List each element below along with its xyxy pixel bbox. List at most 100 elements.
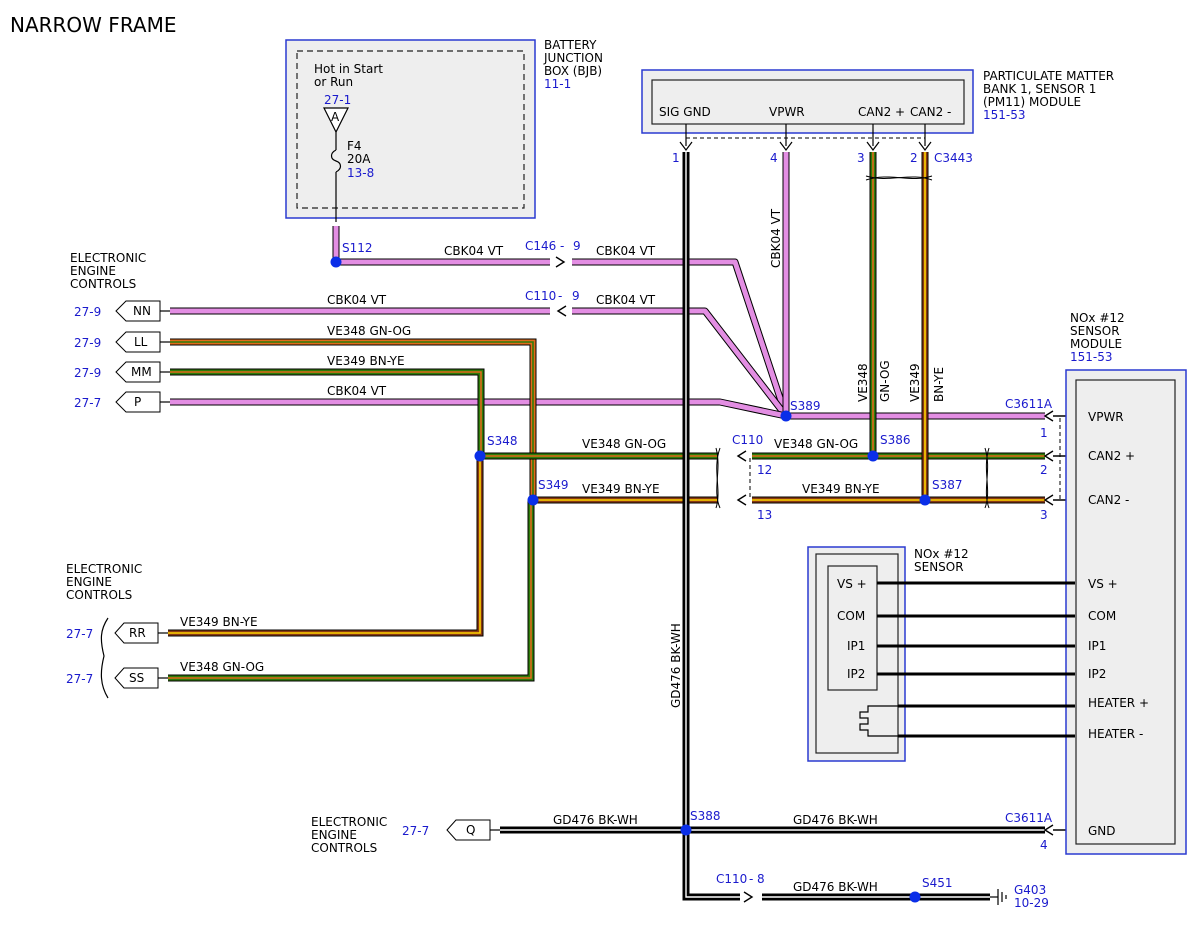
heater-element-icon (859, 705, 898, 737)
connector-bracket-icon (100, 617, 109, 699)
wire-label-ve349-c110: VE349 BN-YE (802, 482, 880, 496)
wire-ve348 (168, 152, 1045, 682)
connector-c146: C146 (525, 239, 556, 253)
connector-nn: NN (133, 304, 151, 318)
nox-sensor-pin-ip1: IP1 (847, 639, 865, 653)
connector-mm: MM (131, 365, 152, 379)
wire-label-ve348-vertical: VE348 (856, 363, 870, 402)
nox-connector-b: C3611A (1005, 811, 1053, 825)
splice-s388-dot (680, 824, 692, 836)
connector-rr-ref: 27-7 (66, 627, 93, 641)
connector-c110-a-pin: 9 (572, 289, 580, 303)
wire-label-bn-ye-vertical: BN-YE (932, 367, 946, 402)
bjb-hot-line-1: Hot in Start (314, 62, 383, 76)
nox-pin-number-4: 4 (1040, 838, 1048, 852)
eec-gnd-name-2: ENGINE (311, 828, 357, 842)
diagram-title: NARROW FRAME (10, 13, 176, 37)
wire-label-cbk04-vertical: CBK04 VT (769, 208, 783, 268)
nox-sensor-pin-ip2: IP2 (847, 667, 865, 681)
nox-pin-heater-minus: HEATER - (1088, 727, 1143, 741)
ground-ref: 10-29 (1014, 896, 1049, 910)
connector-c110-a: C110 (525, 289, 556, 303)
nox-pin-gnd: GND (1088, 824, 1116, 838)
nox-pin-com: COM (1088, 609, 1116, 623)
splice-s387: S387 (932, 478, 963, 492)
nox-pin-can2-plus: CAN2 + (1088, 449, 1135, 463)
wire-label-ve349-s349: VE349 BN-YE (582, 482, 660, 496)
nox-module-name-2: SENSOR (1070, 324, 1120, 338)
wire-label-gd476-left: GD476 BK-WH (553, 813, 638, 827)
bjb-name-2: JUNCTION (543, 51, 603, 65)
wire-label-ve349-rr: VE349 BN-YE (180, 615, 258, 629)
nox-module-page-ref: 151-53 (1070, 350, 1113, 364)
bjb-name-1: BATTERY (544, 38, 597, 52)
wire-gd476 (500, 152, 1045, 901)
splice-s112-dot (330, 256, 342, 268)
eec-gnd-ref: 27-7 (402, 824, 429, 838)
eec-gnd-name-1: ELECTRONIC (311, 815, 387, 829)
splice-s387-dot (919, 494, 931, 506)
pm-pin-vpwr: VPWR (769, 105, 805, 119)
wire-label-gd476-vertical: GD476 BK-WH (669, 623, 683, 708)
connector-c110: C110 (732, 433, 763, 447)
splice-s451: S451 (922, 876, 953, 890)
wire-label-gd476-bottom: GD476 BK-WH (793, 880, 878, 894)
connector-p: P (134, 395, 141, 409)
connector-ll: LL (134, 335, 148, 349)
nox-sensor-pin-com: COM (837, 609, 865, 623)
eec-upper-name-1: ELECTRONIC (70, 251, 146, 265)
nox-sensor-name-2: SENSOR (914, 560, 964, 574)
nox-module-name-3: MODULE (1070, 337, 1122, 351)
bjb-name-3: BOX (BJB) (544, 64, 602, 78)
splice-s348: S348 (487, 434, 518, 448)
eec-gnd-name-3: CONTROLS (311, 841, 377, 855)
wire-label-cbk04-p: CBK04 VT (327, 384, 387, 398)
pm-name-1: PARTICULATE MATTER (983, 69, 1114, 83)
connector-ss: SS (129, 671, 144, 685)
nox-sensor-name-1: NOx #12 (914, 547, 969, 561)
svg-text:-: - (560, 239, 564, 253)
splice-s389-dot (780, 410, 792, 422)
splice-s112: S112 (342, 241, 373, 255)
nox-pin-vs-plus: VS + (1088, 577, 1118, 591)
splice-s386-dot (867, 450, 879, 462)
eec-upper-name-2: ENGINE (70, 264, 116, 278)
splice-s348-dot (474, 450, 486, 462)
bjb-bus-letter: A (331, 110, 340, 124)
pm-name-3: (PM11) MODULE (983, 95, 1081, 109)
wire-label-ve349-mm: VE349 BN-YE (327, 354, 405, 368)
pm-pin-number-4: 4 (770, 151, 778, 165)
connector-c110-pin-12: 12 (757, 463, 772, 477)
wire-label-cbk04-nn: CBK04 VT (327, 293, 387, 307)
wire-label-cbk04-c110: CBK04 VT (596, 293, 656, 307)
eec-lower-connectors: ELECTRONIC ENGINE CONTROLS RR 27-7 SS 27… (66, 562, 168, 699)
splice-s349: S349 (538, 478, 569, 492)
splice-s349-dot (527, 494, 539, 506)
svg-text:-: - (558, 289, 562, 303)
eec-lower-name-1: ELECTRONIC (66, 562, 142, 576)
bjb-page-ref: 11-1 (544, 77, 571, 91)
eec-lower-name-3: CONTROLS (66, 588, 132, 602)
fuse-icon (330, 149, 342, 173)
connector-rr: RR (129, 626, 146, 640)
fuse-ref: 13-8 (347, 166, 374, 180)
pm-module: SIG GND VPWR CAN2 + CAN2 - 1 4 3 2 C3443… (641, 69, 1114, 165)
wire-label-ve348-c110: VE348 GN-OG (774, 437, 858, 451)
nox-sensor-pin-vs: VS + (837, 577, 867, 591)
nox-sensor-module: NOx #12 SENSOR MODULE 151-53 C3611A C361… (1005, 311, 1187, 855)
connector-c110-b: C110 (716, 872, 747, 886)
nox-pin-ip1: IP1 (1088, 639, 1106, 653)
nox-pin-heater-plus: HEATER + (1088, 696, 1149, 710)
splice-points (330, 256, 931, 903)
splice-s388: S388 (690, 809, 721, 823)
ground-g403: G403 10-29 (990, 883, 1049, 910)
pm-pin-can2-plus: CAN2 + (858, 105, 905, 119)
splice-s386: S386 (880, 433, 911, 447)
wire-label-cbk04-s112: CBK04 VT (444, 244, 504, 258)
connector-ll-ref: 27-9 (74, 336, 101, 350)
connector-p-ref: 27-7 (74, 396, 101, 410)
splice-s389: S389 (790, 399, 821, 413)
battery-junction-box: Hot in Start or Run 27-1 A F4 20A 13-8 B… (285, 38, 603, 222)
wire-label-gn-og-vertical: GN-OG (878, 360, 892, 402)
